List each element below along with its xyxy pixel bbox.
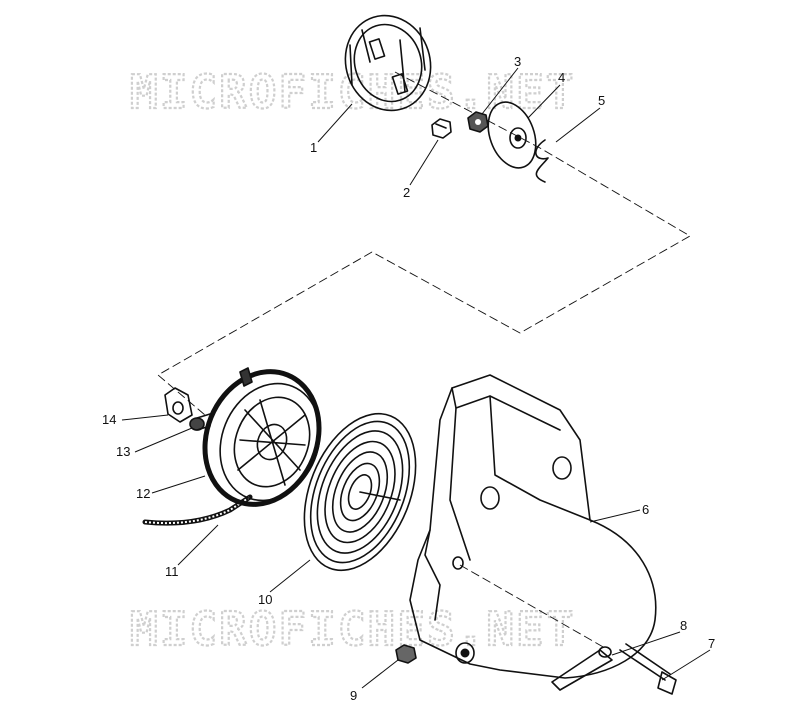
nut-icon [467, 111, 489, 133]
callout-6: 6 [642, 502, 649, 517]
plate-washer-icon [487, 101, 537, 169]
leader-lines [121, 67, 711, 689]
callout-labels: 1 2 3 4 5 6 7 8 9 10 11 12 13 14 [102, 54, 715, 703]
bolt-icon [619, 643, 677, 695]
callout-12: 12 [136, 486, 150, 501]
recoil-spring-icon [303, 412, 417, 572]
handle-bracket-icon [164, 387, 193, 423]
spring-clip-icon [535, 139, 549, 183]
collar-bushing-icon [189, 413, 211, 431]
assembly-guide-lines [157, 71, 691, 649]
starter-rope-icon [142, 494, 253, 526]
callout-3: 3 [514, 54, 521, 69]
callout-1: 1 [310, 140, 317, 155]
pawl-cup-icon [344, 14, 432, 112]
callout-13: 13 [116, 444, 130, 459]
nut-icon [395, 644, 417, 664]
callout-2: 2 [403, 185, 410, 200]
watermark-top: MICROFICHES.NET [130, 65, 575, 119]
callout-9: 9 [350, 688, 357, 703]
callout-11: 11 [165, 564, 179, 579]
callout-10: 10 [258, 592, 272, 607]
watermark-bottom: MICROFICHES.NET [130, 602, 575, 656]
callout-8: 8 [680, 618, 687, 633]
nut-icon [431, 118, 452, 139]
callout-4: 4 [558, 70, 565, 85]
callout-5: 5 [598, 93, 605, 108]
callout-14: 14 [102, 412, 116, 427]
callout-7: 7 [708, 636, 715, 651]
starter-housing-icon [409, 374, 657, 679]
lever-tab-icon [551, 646, 613, 691]
rope-pulley-icon [202, 367, 322, 507]
